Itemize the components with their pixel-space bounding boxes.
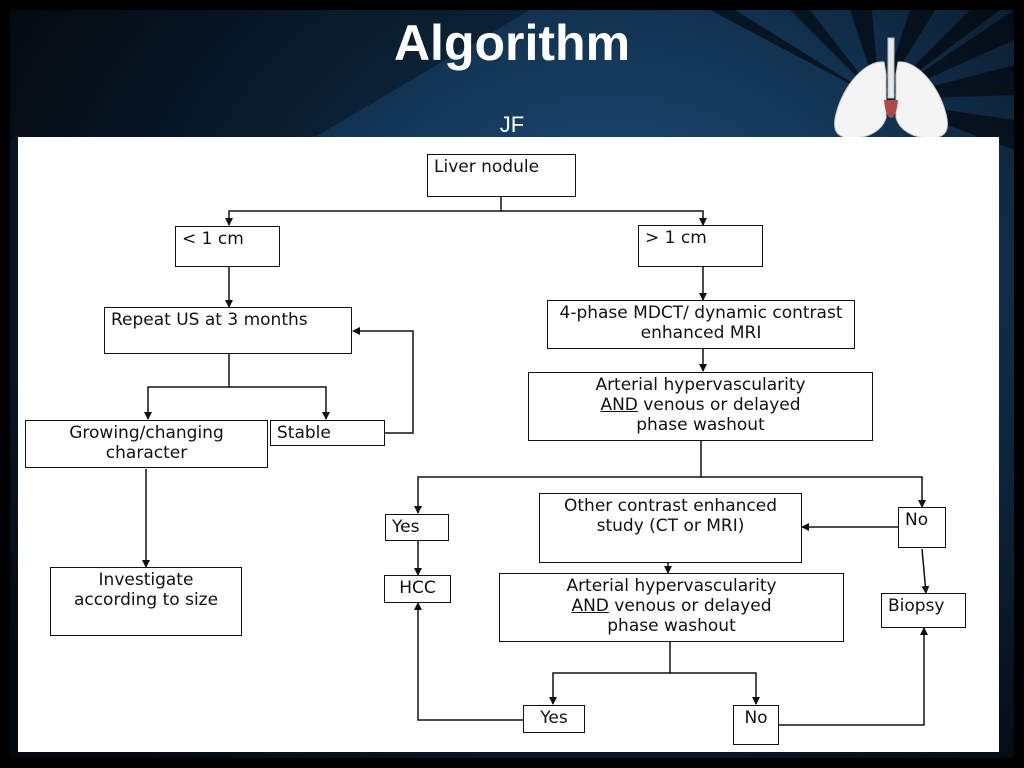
no-box-1: No: [898, 507, 946, 548]
arterial-1-line3: phase washout: [636, 415, 765, 435]
arterial-2-line1: Arterial hypervascularity: [566, 576, 777, 596]
flowchart-panel: Liver nodule < 1 cm > 1 cm Repeat US at …: [18, 137, 999, 752]
arterial-1-line2: AND venous or delayed: [535, 395, 866, 415]
investigate-box: Investigate according to size: [50, 567, 242, 636]
arterial-2-line2: AND venous or delayed: [506, 596, 837, 616]
other-study-box: Other contrast enhanced study (CT or MRI…: [539, 493, 802, 563]
arterial-1-and: AND: [600, 395, 638, 415]
slide-title: Algorithm: [393, 15, 631, 71]
yes-box-1: Yes: [385, 514, 449, 541]
yes-box-2: Yes: [523, 705, 585, 733]
gt-1cm-box: > 1 cm: [638, 225, 763, 267]
hcc-box: HCC: [384, 575, 451, 603]
arterial-2-line3: phase washout: [607, 616, 736, 636]
arterial-2-and: AND: [571, 596, 609, 616]
repeat-us-box: Repeat US at 3 months: [104, 307, 352, 354]
liver-nodule-box: Liver nodule: [427, 154, 576, 197]
arterial-washout-box-2: Arterial hypervascularity AND venous or …: [499, 573, 844, 642]
arterial-2-line2-rest: venous or delayed: [608, 596, 772, 616]
arterial-washout-box-1: Arterial hypervascularity AND venous or …: [528, 372, 873, 441]
arterial-1-line1: Arterial hypervascularity: [595, 375, 806, 395]
stable-box: Stable: [270, 420, 385, 446]
slide-subtitle: JF: [499, 112, 525, 137]
flowchart-connectors: [142, 197, 930, 726]
lt-1cm-box: < 1 cm: [175, 226, 280, 267]
mdct-mri-box: 4-phase MDCT/ dynamic contrast enhanced …: [547, 300, 855, 349]
arterial-1-line2-rest: venous or delayed: [637, 395, 801, 415]
growing-changing-box: Growing/changing character: [25, 420, 268, 468]
no-box-2: No: [733, 705, 779, 745]
lungs-logo-icon: [834, 37, 948, 139]
biopsy-box: Biopsy: [881, 593, 966, 628]
